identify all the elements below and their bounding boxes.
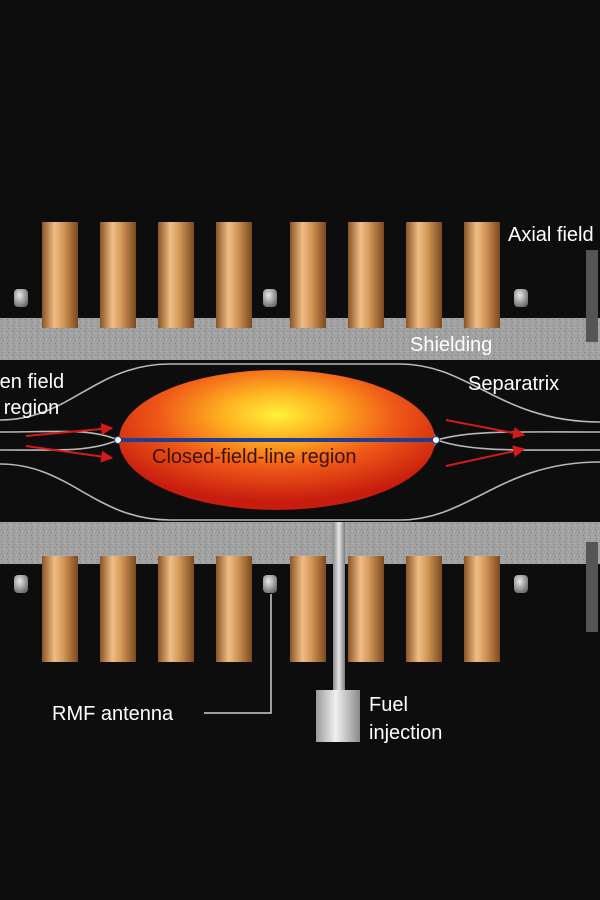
rmf-antenna-knob xyxy=(14,289,28,307)
rmf-antenna-label: RMF antenna xyxy=(52,703,174,725)
flow-arrows xyxy=(25,419,526,467)
rmf-antenna-knob xyxy=(263,575,277,593)
axial-field-coils-bottom xyxy=(42,556,500,662)
end-plate-bottom xyxy=(586,542,598,632)
coil xyxy=(100,222,136,328)
rmf-antenna-elements xyxy=(14,289,528,593)
rmf-antenna-knob xyxy=(263,289,277,307)
flow-arrow-left-upper xyxy=(25,423,114,437)
coil xyxy=(348,556,384,662)
coil xyxy=(406,222,442,328)
rmf-antenna-knob xyxy=(14,575,28,593)
rmf-antenna-knob xyxy=(514,575,528,593)
flow-arrow-right-upper xyxy=(445,419,526,439)
field-line-bottom-outer xyxy=(0,461,600,521)
coil xyxy=(406,556,442,662)
coil xyxy=(348,222,384,328)
shielding-label: Shielding xyxy=(410,334,492,356)
rmf-antenna-leader xyxy=(204,594,272,714)
separatrix-label: Separatrix xyxy=(468,373,559,395)
field-line-top-outer xyxy=(0,363,600,423)
axial-field-label: Axial field xyxy=(508,224,594,246)
coil xyxy=(216,222,252,328)
end-plate-top xyxy=(586,250,598,342)
coil xyxy=(464,556,500,662)
coil xyxy=(158,222,194,328)
coil xyxy=(290,222,326,328)
coil xyxy=(216,556,252,662)
coil xyxy=(158,556,194,662)
closed-field-line-region-label: Closed-field-line region xyxy=(152,446,357,468)
fuel-injection-label-line1: Fuel xyxy=(369,694,408,716)
coil xyxy=(464,222,500,328)
coil xyxy=(42,222,78,328)
fuel-injection-pipe xyxy=(333,522,345,694)
flow-arrow-left-lower xyxy=(25,445,114,463)
open-field-line-region-label-line2: line region xyxy=(0,397,59,419)
fuel-injection-box xyxy=(316,690,360,742)
flow-arrow-right-lower xyxy=(445,445,526,467)
x-point-right xyxy=(432,436,440,444)
open-field-line-region-label-line1: Open field xyxy=(0,371,64,393)
axial-field-coils-top xyxy=(42,222,500,328)
coil xyxy=(42,556,78,662)
coil xyxy=(290,556,326,662)
fuel-injection-label-line2: injection xyxy=(369,722,442,744)
x-point-left xyxy=(114,436,122,444)
coil xyxy=(100,556,136,662)
rmf-antenna-knob xyxy=(514,289,528,307)
